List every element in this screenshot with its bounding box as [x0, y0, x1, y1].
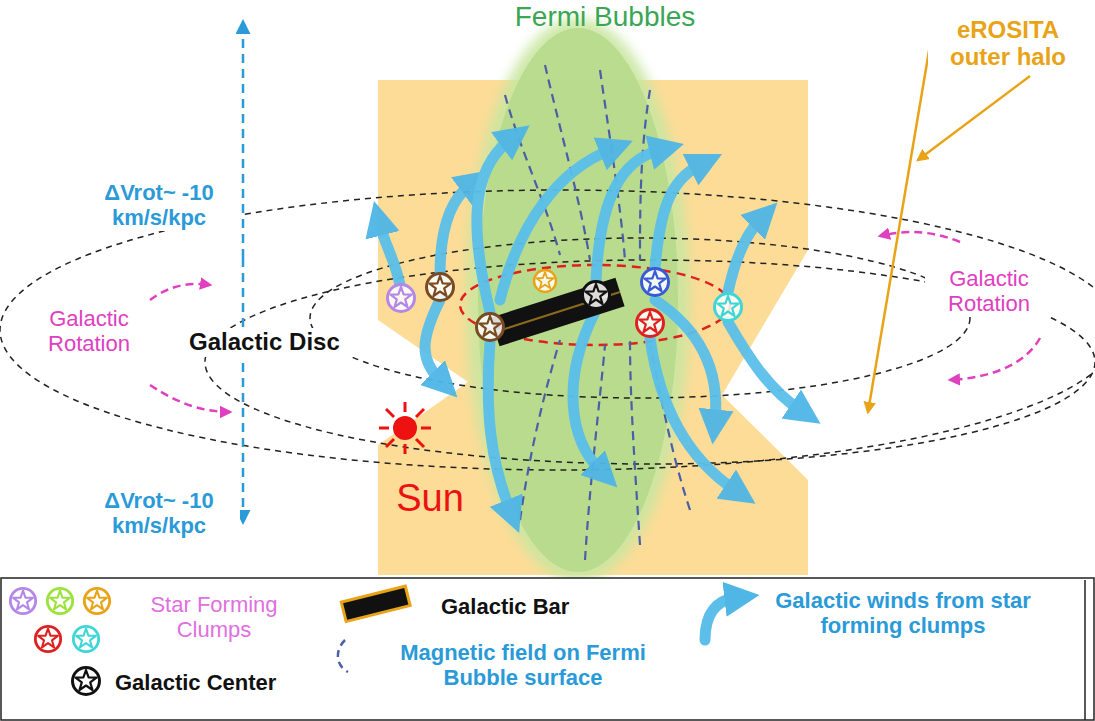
legend-text: Magnetic field on Fermi Bubble surface: [368, 640, 678, 691]
halo-pointer: [918, 76, 1030, 160]
velocity-gradient-arrow: [242, 258, 245, 522]
diagram-label: Sun: [382, 476, 478, 521]
legend-text: Galactic winds from star forming clumps: [748, 588, 1058, 639]
diagram-label: ΔVrot~ -10 km/s/kpc: [78, 180, 240, 231]
legend-text: Galactic Bar: [438, 594, 638, 621]
rotation-arrow: [950, 338, 1040, 380]
halo-pointer: [905, 45, 930, 190]
galactic-winds: [380, 140, 800, 510]
legend-text: Star Forming Clumps: [124, 592, 304, 643]
diagram-label: ΔVrot~ -10 km/s/kpc: [78, 488, 240, 539]
diagram-label: Galactic Disc: [186, 328, 382, 357]
legend-field-icon: [338, 640, 348, 672]
diagram-label: Galactic Rotation: [30, 306, 148, 357]
legend-bar-icon: [341, 586, 410, 621]
star-forming-clumps: [388, 269, 742, 341]
sun-symbol: [379, 402, 431, 454]
fermi-bubbles: [478, 28, 678, 572]
legend-divider: [1084, 580, 1086, 720]
galactic-center: [583, 282, 610, 309]
disc-orbits: [0, 190, 1095, 470]
legend-text: Galactic Center: [112, 670, 322, 697]
rotation-arrow: [150, 284, 210, 300]
legend-wind-icon: [705, 598, 735, 640]
diagram-label: eROSITA outer halo: [928, 16, 1088, 72]
rotation-arrow: [880, 232, 960, 242]
halo-pointer: [868, 45, 930, 412]
diagram-label: Fermi Bubbles: [505, 0, 705, 33]
legend-star-icons: [10, 588, 109, 694]
diagram-label: Galactic Rotation: [925, 266, 1053, 317]
velocity-gradient-arrow: [242, 22, 245, 258]
legend-frame: [1, 578, 1094, 720]
rotation-arrow: [150, 385, 230, 412]
